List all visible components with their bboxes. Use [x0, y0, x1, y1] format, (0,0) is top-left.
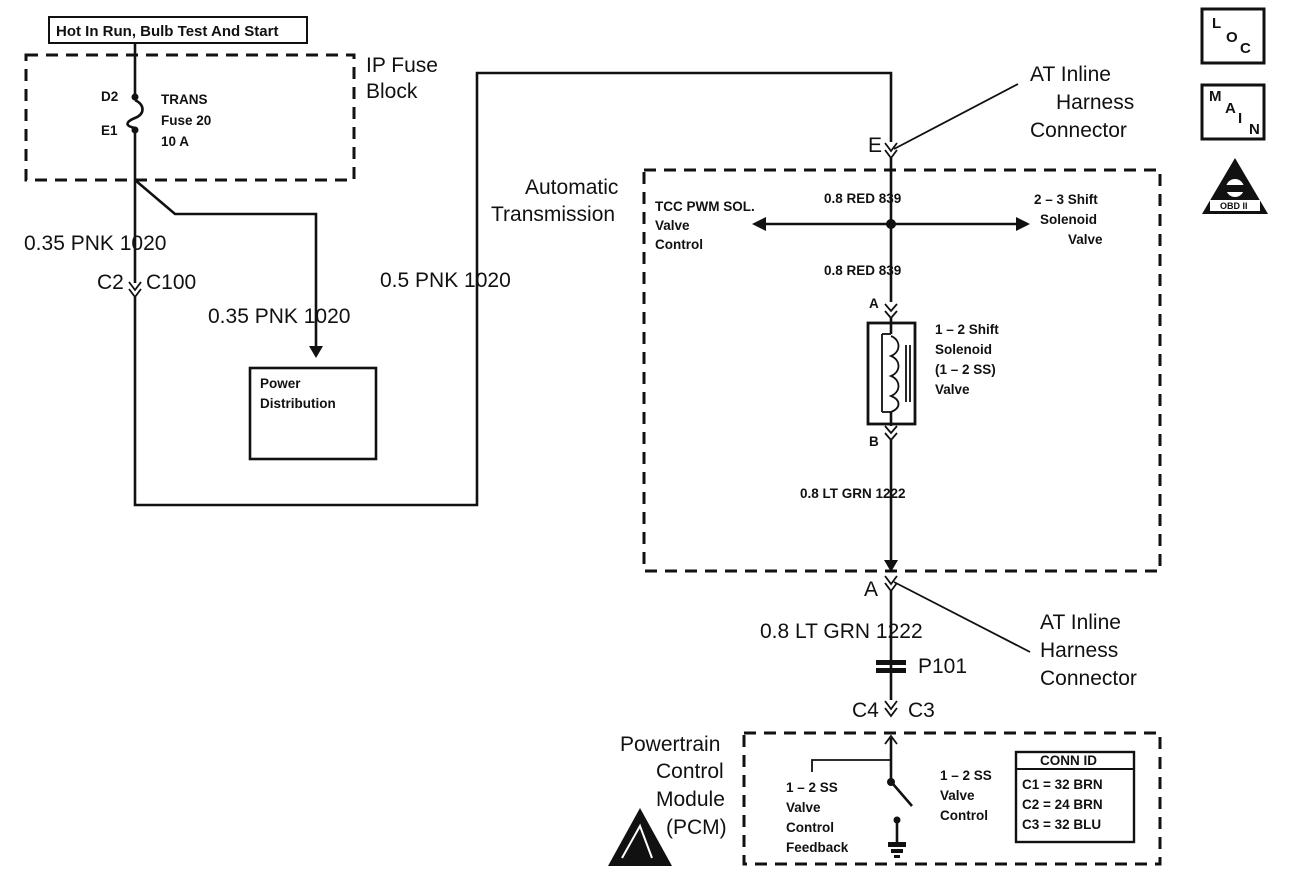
conn-id-row-1: C1 = 32 BRN: [1022, 777, 1103, 792]
pcm-control-label-2: Valve: [940, 788, 975, 803]
transmission-title-1: Automatic: [525, 176, 618, 199]
inline-pin-a-label: A: [864, 578, 878, 601]
svg-text:I: I: [1238, 110, 1242, 127]
wire-label-right-main: 0.5 PNK 1020: [380, 269, 511, 292]
esd-warning-icon: [608, 808, 672, 866]
shift-solenoid-box: [866, 321, 917, 426]
solenoid-pin-b-icon: [884, 425, 898, 435]
connector-e-icon: [884, 142, 898, 153]
connector-c100-label: C100: [146, 271, 196, 294]
pcm-pin-icon: [884, 734, 898, 745]
conn-id-row-3: C3 = 32 BLU: [1022, 817, 1101, 832]
power-source-label: Hot In Run, Bulb Test And Start: [48, 16, 308, 44]
fuse-icon: [126, 98, 144, 130]
pcm-feedback-label-1: 1 – 2 SS: [786, 780, 838, 795]
connector-c4-label: C4: [852, 699, 879, 722]
wire-label-left-main: 0.35 PNK 1020: [24, 232, 166, 255]
at-inline-top-line-3: Connector: [1030, 119, 1127, 142]
pcm-feedback-label-2: Valve: [786, 800, 821, 815]
fuse-pin-d2: [131, 93, 139, 101]
obd-ii-icon[interactable]: OBD II: [1202, 158, 1268, 214]
pcm-title-4: (PCM): [666, 816, 727, 839]
pcm-control-label-1: 1 – 2 SS: [940, 768, 992, 783]
svg-text:C: C: [1240, 40, 1251, 57]
pcm-feedback-label-3: Control: [786, 820, 834, 835]
fuse-pin-e1-label: E1: [101, 123, 118, 138]
tcc-label-3: Control: [655, 237, 703, 252]
splice-p101-icon: [876, 660, 906, 665]
svg-text:L: L: [1212, 15, 1221, 32]
conn-id-table: CONN ID C1 = 32 BRN C2 = 24 BRN C3 = 32 …: [1014, 750, 1136, 844]
arrow-down-icon: [309, 346, 323, 358]
automatic-transmission-outline: [642, 168, 1162, 573]
fuse-rating: 10 A: [161, 134, 189, 149]
loc-icon[interactable]: L O C: [1200, 7, 1266, 65]
tcc-label-2: Valve: [655, 218, 690, 233]
sol12-label-3: (1 – 2 SS): [935, 362, 996, 377]
ip-fuse-block-outline: [24, 53, 356, 182]
tcc-label-1: TCC PWM SOL.: [655, 199, 755, 214]
wire-label-ltgrn-inner: 0.8 LT GRN 1222: [800, 486, 906, 501]
sol12-label-4: Valve: [935, 382, 970, 397]
power-source-text: Hot In Run, Bulb Test And Start: [56, 23, 278, 40]
at-inline-top-line-2: Harness: [1056, 91, 1134, 114]
pcm-control-label-3: Control: [940, 808, 988, 823]
splice-p101-label: P101: [918, 655, 967, 678]
wire-label-left-branch: 0.35 PNK 1020: [208, 305, 350, 328]
svg-text:M: M: [1209, 88, 1222, 105]
pcm-outline: [742, 731, 1162, 866]
connector-c2-label: C2: [97, 271, 124, 294]
conn-id-header: CONN ID: [1040, 753, 1097, 768]
pcm-feedback-label-4: Feedback: [786, 840, 849, 855]
switch-contact-bottom: [893, 816, 901, 824]
main-icon[interactable]: M A I N: [1200, 83, 1266, 141]
shift23-label-2: Solenoid: [1040, 212, 1097, 227]
wire-label-ltgrn-outer: 0.8 LT GRN 1222: [760, 620, 923, 643]
shift23-label-3: Valve: [1068, 232, 1103, 247]
at-inline-bottom-line-1: AT Inline: [1040, 611, 1121, 634]
arrow-down-icon: [884, 560, 898, 572]
svg-text:A: A: [1225, 100, 1236, 117]
connector-c3-icon: [884, 700, 898, 711]
inline-pin-a-icon: [884, 575, 898, 586]
fuse-number: Fuse 20: [161, 113, 211, 128]
connector-c3-label: C3: [908, 699, 935, 722]
switch-icon: [892, 783, 913, 807]
transmission-title-2: Transmission: [491, 203, 615, 226]
power-distribution-label-1: Power: [260, 376, 301, 391]
svg-text:N: N: [1249, 121, 1260, 138]
solenoid-coil-icon: [888, 335, 900, 413]
wire-label-red-top: 0.8 RED 839: [824, 191, 901, 206]
at-inline-top-line-1: AT Inline: [1030, 63, 1111, 86]
fuse-pin-e1: [131, 126, 139, 134]
svg-text:O: O: [1226, 29, 1238, 46]
connector-e-label: E: [868, 134, 882, 157]
fuse-pin-d2-label: D2: [101, 89, 118, 104]
sol12-label-1: 1 – 2 Shift: [935, 322, 999, 337]
at-inline-bottom-line-2: Harness: [1040, 639, 1118, 662]
sol12-label-2: Solenoid: [935, 342, 992, 357]
pcm-title-3: Module: [656, 788, 725, 811]
svg-text:OBD II: OBD II: [1220, 201, 1248, 211]
solenoid-pin-a-label: A: [869, 296, 879, 311]
power-distribution-label-2: Distribution: [260, 396, 336, 411]
ground-icon: [888, 842, 906, 847]
pcm-title-1: Powertrain: [620, 733, 720, 756]
arrow-right-icon: [1016, 217, 1030, 231]
wire-label-red-mid: 0.8 RED 839: [824, 263, 901, 278]
arrow-left-icon: [752, 217, 766, 231]
at-inline-bottom-line-3: Connector: [1040, 667, 1137, 690]
solenoid-pin-a-icon: [884, 303, 898, 313]
fuse-name: TRANS: [161, 92, 208, 107]
solenoid-pin-b-label: B: [869, 434, 879, 449]
ip-fuse-block-title-2: Block: [366, 80, 418, 103]
shift23-label-1: 2 – 3 Shift: [1034, 192, 1098, 207]
ip-fuse-block-title-1: IP Fuse: [366, 54, 438, 77]
connector-c2-icon: [128, 281, 142, 292]
power-distribution-box: [248, 366, 378, 461]
conn-id-row-2: C2 = 24 BRN: [1022, 797, 1103, 812]
pcm-title-2: Control: [656, 760, 724, 783]
